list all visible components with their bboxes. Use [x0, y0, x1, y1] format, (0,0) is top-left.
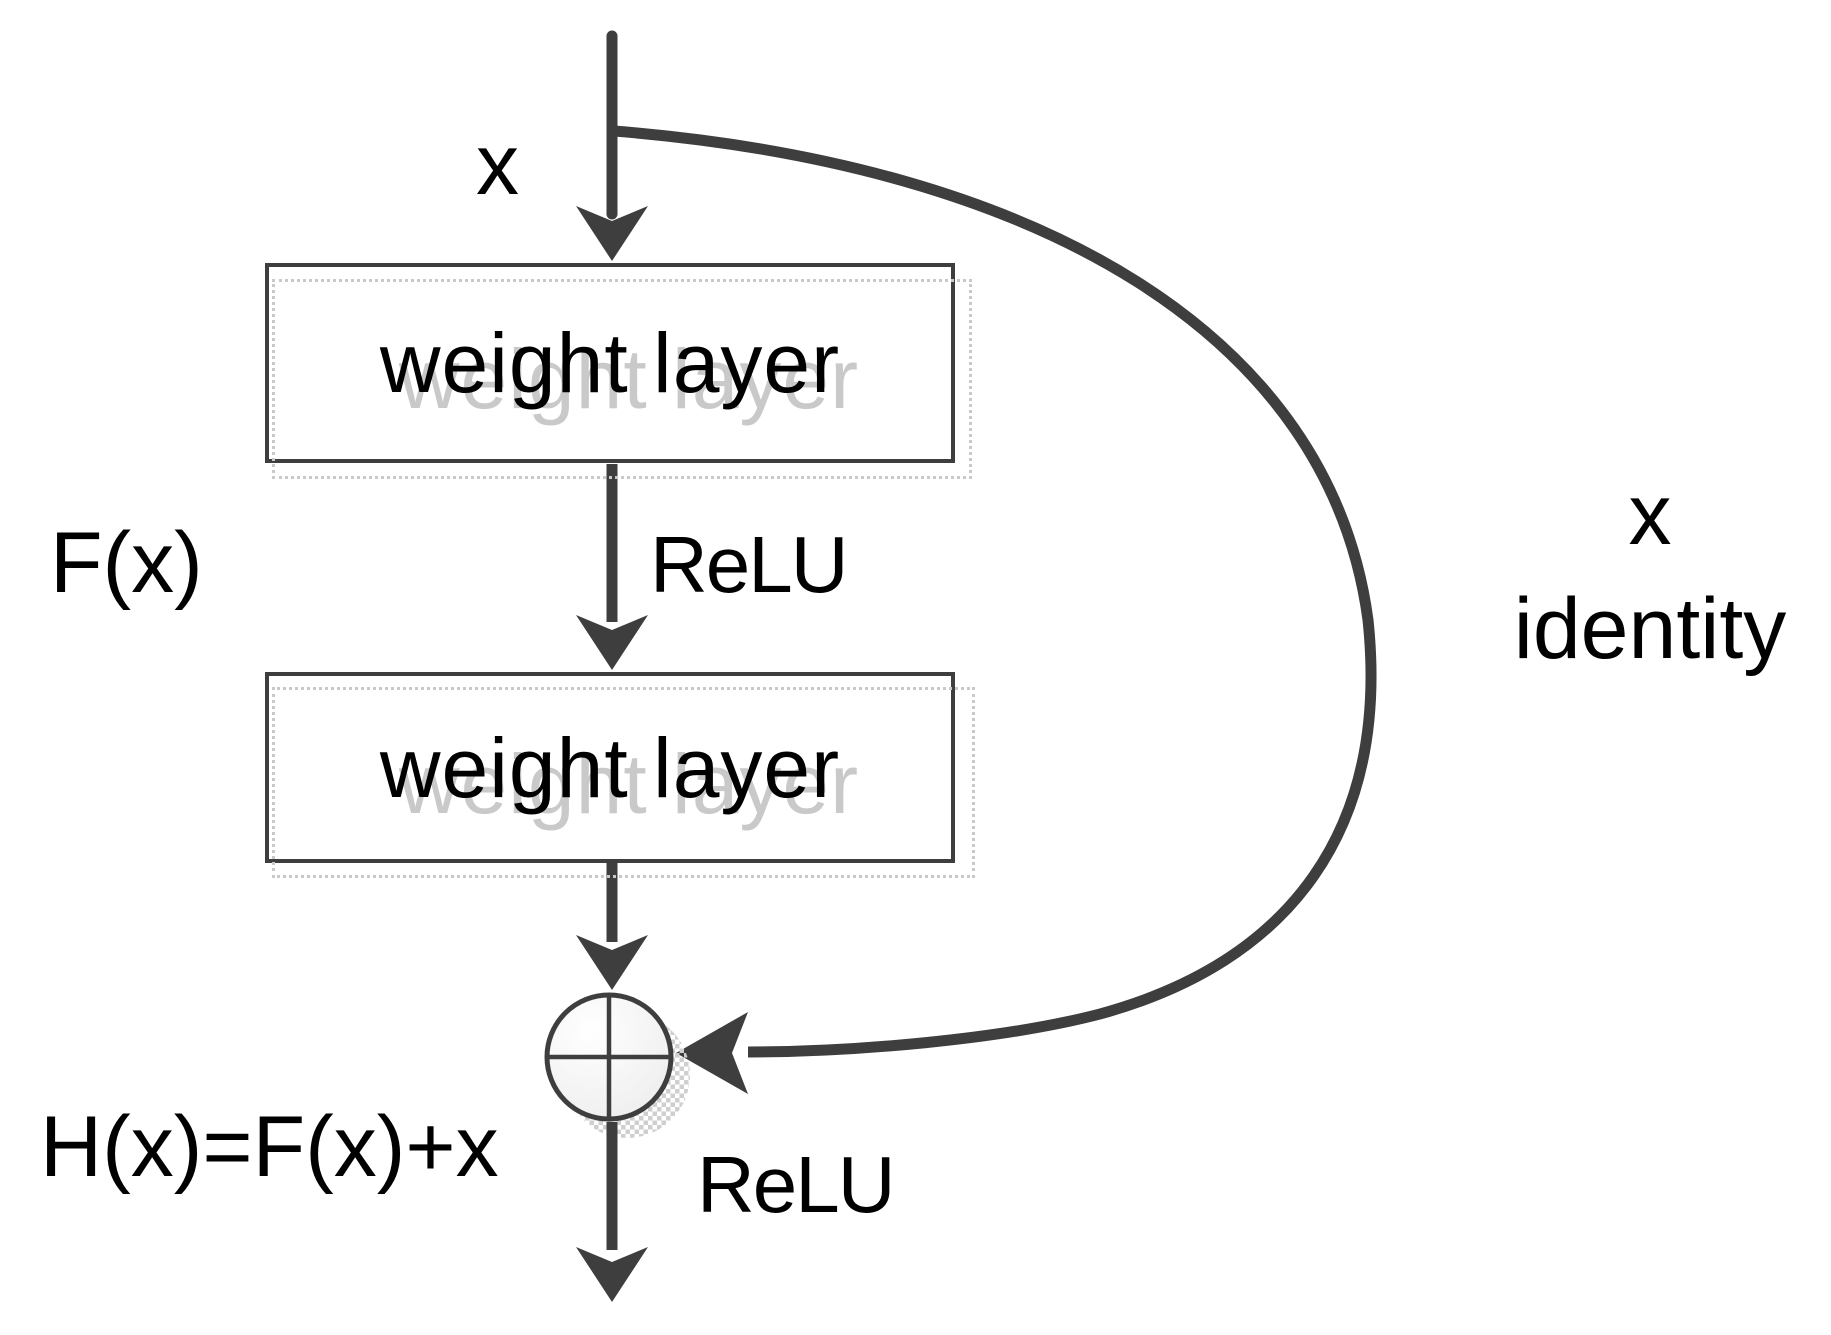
sum-input-arrowhead-icon	[576, 935, 648, 990]
identity-skip-label: x identity	[1470, 458, 1830, 687]
relu-arrowhead-icon	[576, 615, 648, 670]
weight-layer-1-text: weight layer	[379, 316, 841, 410]
relu-output-label: ReLU	[697, 1140, 896, 1229]
relu-middle-label: ReLU	[650, 520, 849, 609]
input-arrowhead-icon	[576, 206, 648, 261]
input-x-label: x	[476, 117, 519, 213]
weight-layer-box-2-shadow	[272, 687, 975, 878]
weight-layer-box-1-shadow	[272, 279, 972, 479]
skip-connection-curve	[613, 125, 1377, 1058]
skip-arrowhead-icon	[676, 1012, 748, 1094]
output-equation-label: H(x)=F(x)+x	[40, 1099, 499, 1195]
skip-identity-label: identity	[1513, 581, 1787, 678]
weight-layer-2-ghost-text: weight layer	[398, 736, 860, 831]
output-arrowhead-icon	[576, 1247, 648, 1302]
weight-layer-box-1	[265, 263, 955, 463]
weight-layer-1-labels: weight layer weight layer	[265, 263, 955, 463]
weight-layer-2-labels: weight layer weight layer	[265, 672, 955, 863]
weight-layer-1-ghost-text: weight layer	[398, 332, 860, 426]
weight-layer-2-text: weight layer	[379, 720, 841, 815]
skip-x-label: x	[1628, 467, 1672, 563]
weight-layer-box-2	[265, 672, 955, 863]
residual-function-label: F(x)	[50, 515, 203, 611]
